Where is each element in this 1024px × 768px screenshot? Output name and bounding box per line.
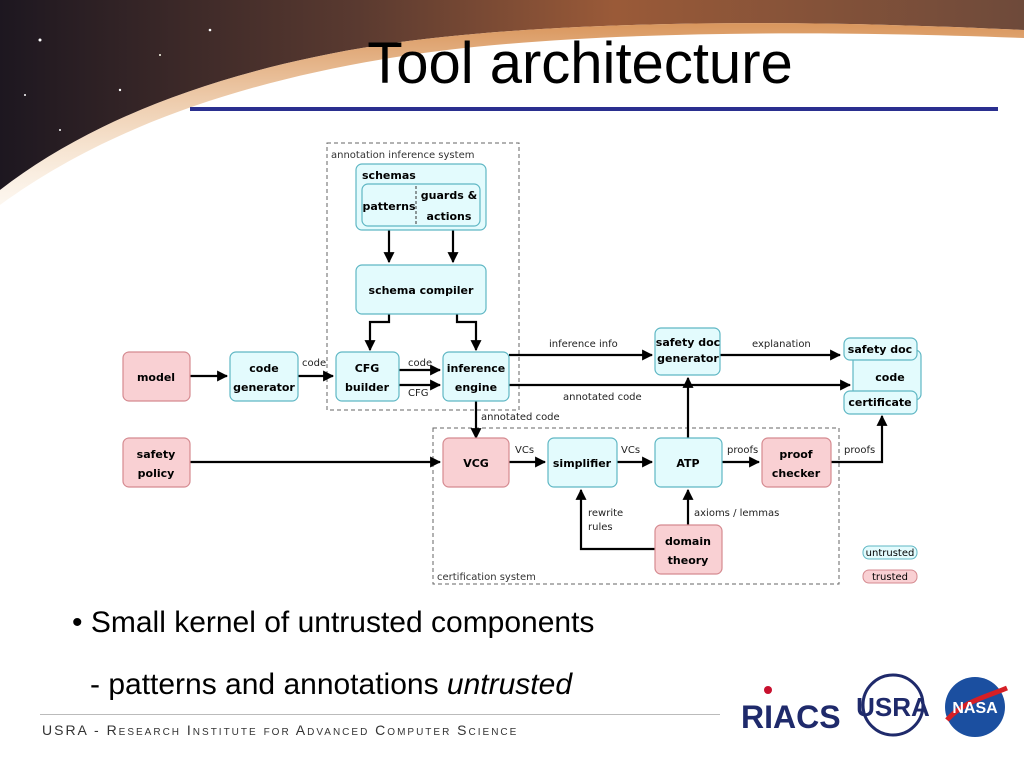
inference-engine-label: engine	[455, 381, 497, 394]
edge-label-code: code	[302, 358, 326, 369]
usra-logo-text: USRA	[856, 692, 930, 722]
edge-label-vcs: VCs	[621, 445, 640, 456]
bullet-patterns-emphasis: untrusted	[446, 668, 573, 701]
safety-doc-generator-label: safety doc	[656, 336, 720, 349]
edge-theory-to-simplifier	[575, 488, 655, 551]
space-banner	[0, 0, 1024, 206]
title-underline	[190, 107, 998, 111]
cfg-builder-box: CFG builder	[335, 351, 400, 402]
schemas-box: schemas patterns guards & actions	[355, 163, 487, 231]
edge-label-proofs: proofs	[727, 445, 758, 456]
domain-theory-box: domain theory	[654, 524, 723, 575]
cfg-builder-label: builder	[345, 381, 390, 394]
model-box: model	[122, 351, 191, 402]
bullet-patterns-text: - patterns and annotations	[90, 668, 447, 701]
edge-compiler-to-cfg	[364, 314, 391, 352]
bullet-kernel: • Small kernel of untrusted components	[72, 606, 595, 639]
safety-policy-label: safety	[137, 448, 176, 461]
proof-checker-label: proof	[779, 448, 812, 461]
cfg-builder-label: CFG	[355, 362, 380, 375]
nasa-logo: NASA	[945, 677, 1008, 737]
nasa-logo-text: NASA	[952, 700, 998, 717]
atp-box: ATP	[654, 437, 723, 488]
legend-untrusted: untrusted	[866, 548, 915, 559]
output-bundle: code safety doc certificate	[843, 337, 922, 415]
code-generator-label: code	[249, 362, 278, 375]
vcg-box: VCG	[442, 437, 510, 488]
footer-divider	[40, 714, 720, 715]
edge-compiler-to-inference	[455, 314, 482, 352]
edge-checker-to-certificate	[831, 414, 888, 464]
schema-compiler-label: schema compiler	[369, 284, 474, 297]
edge-label-code: code	[408, 358, 432, 369]
usra-logo: USRA	[856, 673, 930, 737]
code-generator-box: code generator	[229, 351, 299, 402]
actions-label: actions	[427, 210, 472, 223]
safety-policy-label: policy	[138, 467, 175, 480]
vcg-label: VCG	[463, 457, 489, 470]
edge-label-explanation: explanation	[752, 339, 811, 350]
slide-title: Tool architecture	[367, 31, 793, 96]
legend-trusted: trusted	[872, 572, 908, 583]
legend: untrusted trusted	[862, 545, 918, 584]
simplifier-label: simplifier	[553, 457, 612, 470]
footer-text: USRA - Research Institute for Advanced C…	[42, 722, 519, 738]
inference-engine-box: inference engine	[442, 351, 510, 402]
certificate-output-label: certificate	[848, 396, 911, 409]
code-generator-label: generator	[233, 381, 295, 394]
code-output-label: code	[875, 371, 904, 384]
edge-label-vcs: VCs	[515, 445, 534, 456]
safety-doc-output-label: safety doc	[848, 343, 912, 356]
proof-checker-label: checker	[772, 467, 821, 480]
edge-label-rewrite: rewrite	[588, 508, 623, 519]
bullet-patterns: - patterns and annotations untrusted	[90, 668, 572, 702]
annotation-region-label: annotation inference system	[331, 150, 474, 161]
schema-compiler-box: schema compiler	[355, 264, 487, 315]
certification-region: certification system	[432, 427, 840, 585]
logos: RIACS USRA NASA	[741, 673, 1008, 737]
patterns-label: patterns	[362, 200, 416, 213]
atp-label: ATP	[676, 457, 699, 470]
domain-theory-label: domain	[665, 535, 711, 548]
edge-label-inference-info: inference info	[549, 339, 618, 350]
schemas-label: schemas	[362, 169, 416, 182]
riacs-logo-text: RIACS	[741, 699, 841, 735]
edge-label-rules: rules	[588, 522, 613, 533]
simplifier-box: simplifier	[547, 437, 618, 488]
edge-label-cfg: CFG	[408, 388, 428, 399]
edge-label-annotated-code: annotated code	[481, 412, 560, 423]
edge-label-proofs: proofs	[844, 445, 875, 456]
edge-label-axioms: axioms / lemmas	[694, 508, 779, 519]
riacs-logo: RIACS	[741, 686, 841, 735]
safety-policy-box: safety policy	[122, 437, 191, 488]
safety-doc-generator-label: generator	[657, 352, 719, 365]
annotation-inference-region: annotation inference system	[326, 142, 520, 411]
inference-engine-label: inference	[447, 362, 506, 375]
proof-checker-box: proof checker	[761, 437, 832, 488]
certification-region-label: certification system	[437, 572, 536, 583]
edge-label-annotated-code: annotated code	[563, 392, 642, 403]
model-label: model	[137, 371, 175, 384]
architecture-diagram: annotation inference system certificatio…	[122, 142, 922, 585]
guards-label: guards &	[421, 189, 478, 202]
safety-doc-generator-box: safety doc generator	[654, 327, 721, 376]
domain-theory-label: theory	[668, 554, 709, 567]
